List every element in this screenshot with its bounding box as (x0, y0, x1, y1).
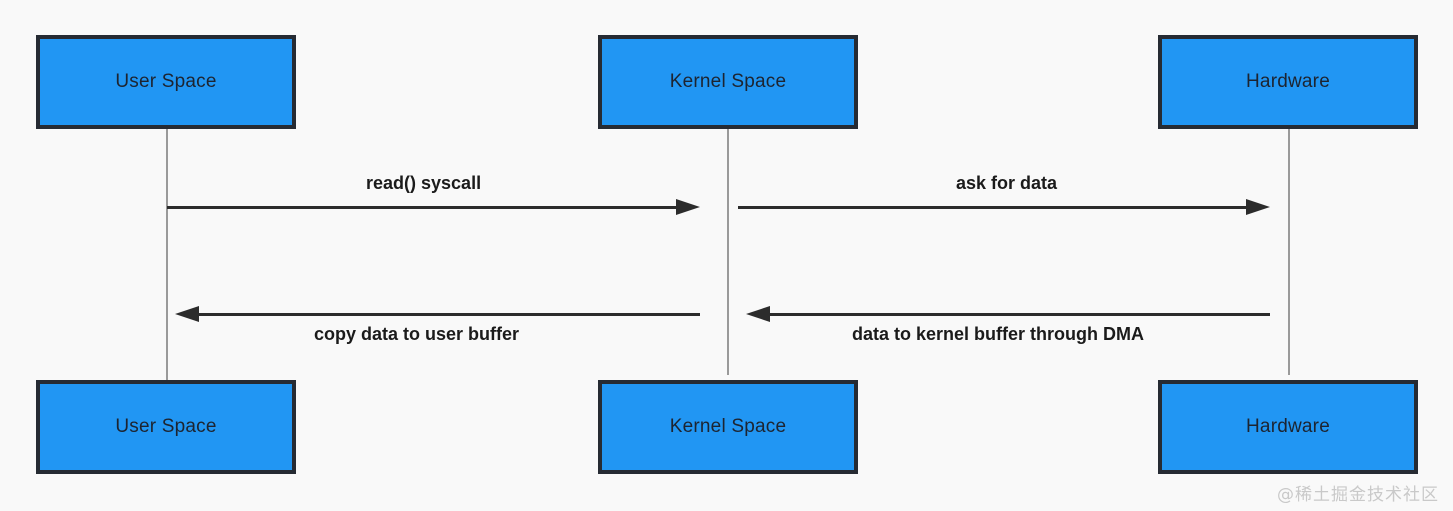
arrowhead-left-data-to-kernel-buffer-through-dma (746, 306, 770, 322)
actor-label-hardware-top: Hardware (1246, 71, 1330, 92)
actor-box-kernel-space-bottom[interactable]: Kernel Space (598, 380, 858, 474)
message-line-read-syscall (167, 206, 676, 209)
arrowhead-right-read-syscall (676, 199, 700, 215)
message-line-copy-data-to-user-buffer (199, 313, 700, 316)
actor-label-kernel-space-top: Kernel Space (669, 71, 787, 92)
actor-label-user-space-bottom: User Space (115, 416, 217, 437)
actor-box-kernel-space-top[interactable]: Kernel Space (598, 35, 858, 129)
arrowhead-left-copy-data-to-user-buffer (175, 306, 199, 322)
actor-box-hardware-top[interactable]: Hardware (1158, 35, 1418, 129)
lifeline-kernel-space (727, 129, 729, 375)
message-label-data-to-kernel-buffer-through-dma: data to kernel buffer through DMA (852, 324, 1144, 344)
actor-box-user-space-top[interactable]: User Space (36, 35, 296, 129)
message-label-ask-for-data: ask for data (956, 173, 1058, 193)
message-line-data-to-kernel-buffer-through-dma (770, 313, 1270, 316)
message-label-copy-data-to-user-buffer: copy data to user buffer (314, 324, 520, 344)
lifeline-user-space (166, 129, 168, 381)
message-line-ask-for-data (738, 206, 1246, 209)
actor-label-kernel-space-bottom: Kernel Space (669, 416, 787, 437)
actor-label-user-space-top: User Space (115, 71, 217, 92)
actor-box-user-space-bottom[interactable]: User Space (36, 380, 296, 474)
actor-box-hardware-bottom[interactable]: Hardware (1158, 380, 1418, 474)
lifeline-hardware (1288, 129, 1290, 375)
arrowhead-right-ask-for-data (1246, 199, 1270, 215)
watermark: @稀土掘金技术社区 (1277, 485, 1439, 505)
message-label-read-syscall: read() syscall (366, 173, 482, 193)
actor-label-hardware-bottom: Hardware (1246, 416, 1330, 437)
